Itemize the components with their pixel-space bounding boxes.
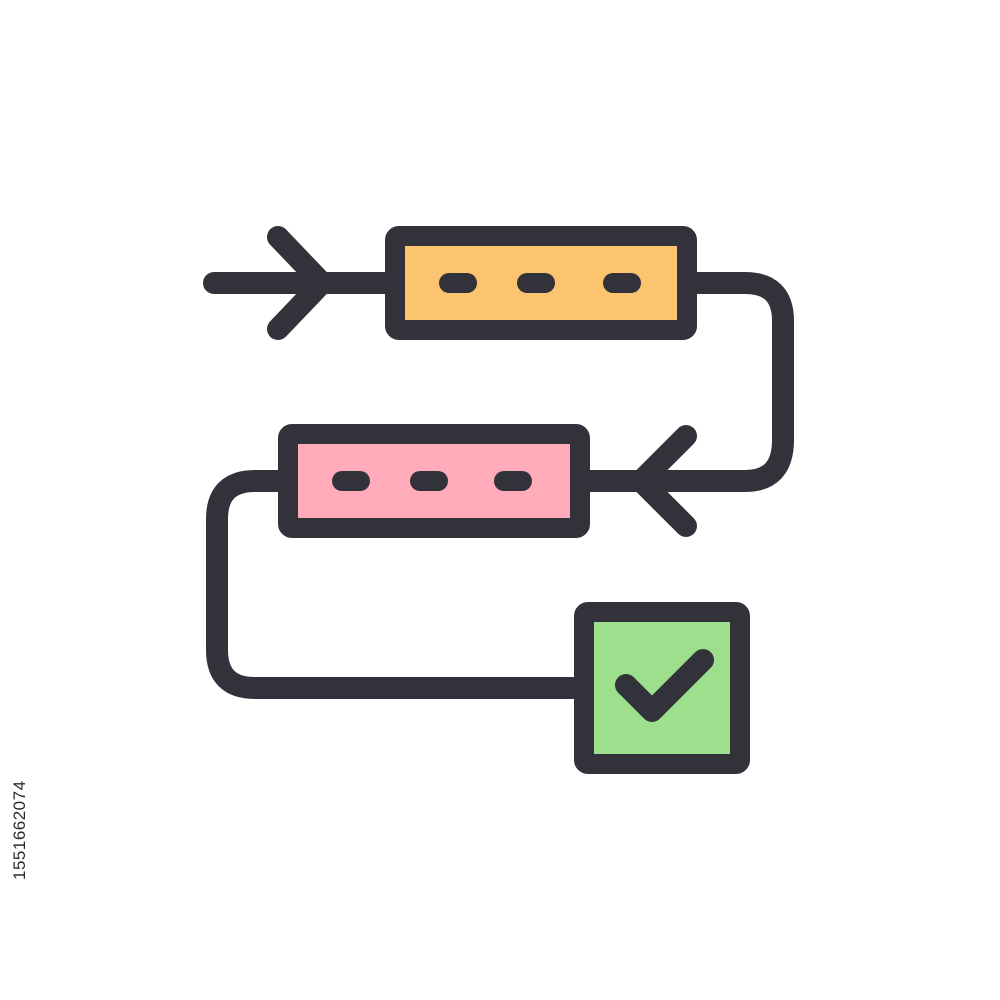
- connector-line-top: [574, 272, 794, 492]
- step-1-box: [385, 226, 697, 340]
- return-arrow-icon: [630, 425, 697, 537]
- connector-line-bottom: [206, 470, 589, 699]
- step-2-box: [278, 424, 590, 538]
- completed-check-box: [574, 602, 750, 774]
- stock-image-id: 1551662074: [10, 780, 29, 880]
- checkmark-icon: [615, 649, 714, 722]
- entry-arrow-icon: [203, 226, 401, 340]
